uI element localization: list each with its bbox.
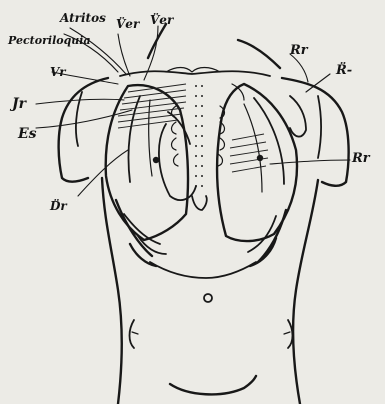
label-dr: D̈r — [49, 198, 68, 213]
label-rr-right: Rr — [351, 151, 371, 166]
label-ver-top-right: V̈er — [150, 12, 175, 27]
umbilicus — [204, 294, 212, 302]
label-es: Es — [17, 126, 37, 142]
label-r-right: R̈- — [335, 62, 352, 78]
left-nipple — [153, 157, 159, 163]
label-pectoriloquia: Pectoriloquia — [7, 34, 91, 47]
right-nipple — [257, 155, 263, 161]
right-lung — [217, 84, 306, 266]
label-atritos: Atritos — [59, 11, 106, 25]
label-ver-top: V̈er — [116, 16, 141, 31]
left-lung — [106, 84, 196, 266]
label-vr: Vr — [50, 65, 67, 79]
label-rr-top: Rr — [289, 43, 309, 58]
abdomen — [130, 262, 293, 394]
label-jr: Jr — [9, 96, 28, 112]
